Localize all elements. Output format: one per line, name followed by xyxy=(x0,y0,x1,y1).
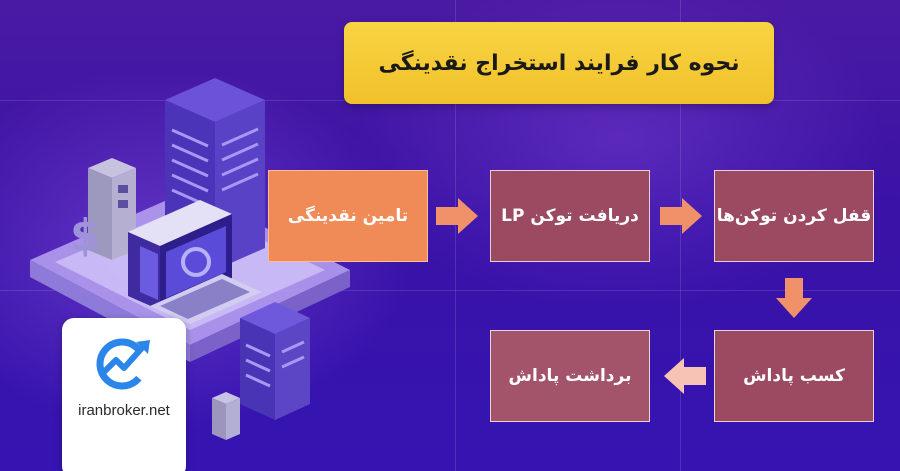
title-banner: نحوه کار فرایند استخراج نقدینگی xyxy=(344,22,774,104)
step-label: قفل کردن توکن‌ها xyxy=(716,206,872,226)
step-label: دریافت توکن LP xyxy=(501,206,639,226)
step-box-withdraw-reward: برداشت پاداش xyxy=(490,330,650,422)
step-label: کسب پاداش xyxy=(743,366,845,386)
bg-grid-line xyxy=(0,290,900,291)
bg-grid-line xyxy=(680,0,681,471)
diagram-title: نحوه کار فرایند استخراج نقدینگی xyxy=(378,50,740,76)
growth-chart-logo-icon xyxy=(96,338,150,390)
step-box-lock-tokens: قفل کردن توکن‌ها xyxy=(714,170,874,262)
step-label: برداشت پاداش xyxy=(508,366,632,386)
bg-grid-line xyxy=(455,0,456,471)
svg-text:$: $ xyxy=(70,210,101,261)
brand-logo-text: iranbroker.net xyxy=(78,402,170,419)
step-label: تامین نقدینگی xyxy=(287,206,409,226)
arrow-right-icon xyxy=(436,198,478,234)
step-box-receive-lp-token: دریافت توکن LP xyxy=(490,170,650,262)
brand-logo-card: iranbroker.net xyxy=(62,318,186,471)
arrow-right-icon xyxy=(660,198,702,234)
arrow-down-icon xyxy=(776,278,812,318)
step-box-earn-reward: کسب پاداش xyxy=(714,330,874,422)
server-illustration: $ xyxy=(30,78,350,440)
step-box-supply-liquidity: تامین نقدینگی xyxy=(268,170,428,262)
arrow-left-icon xyxy=(664,358,706,394)
